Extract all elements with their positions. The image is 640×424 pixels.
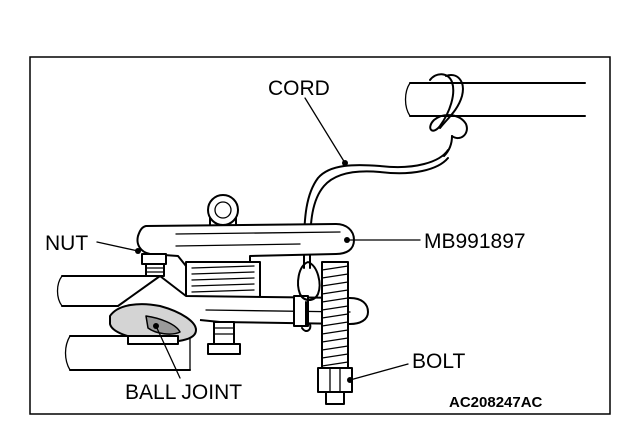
figure-code: AC208247AC	[449, 394, 543, 411]
nut-label: NUT	[45, 232, 88, 255]
ball-joint-leader	[155, 325, 181, 379]
bolt-label: BOLT	[412, 350, 465, 373]
ball-joint	[109, 303, 197, 345]
tool-label: MB991897	[424, 230, 526, 253]
spring	[185, 261, 261, 301]
cord-label: CORD	[268, 77, 330, 100]
nut-leader	[96, 241, 139, 252]
cord-hook	[297, 261, 321, 332]
cord	[303, 149, 449, 269]
tool-nut	[135, 248, 167, 277]
bolt-leader	[349, 363, 409, 381]
stud-nut	[207, 321, 241, 355]
cord-leader	[304, 97, 346, 164]
adjust-bolt	[317, 261, 353, 405]
ball-joint-label: BALL JOINT	[125, 381, 242, 404]
